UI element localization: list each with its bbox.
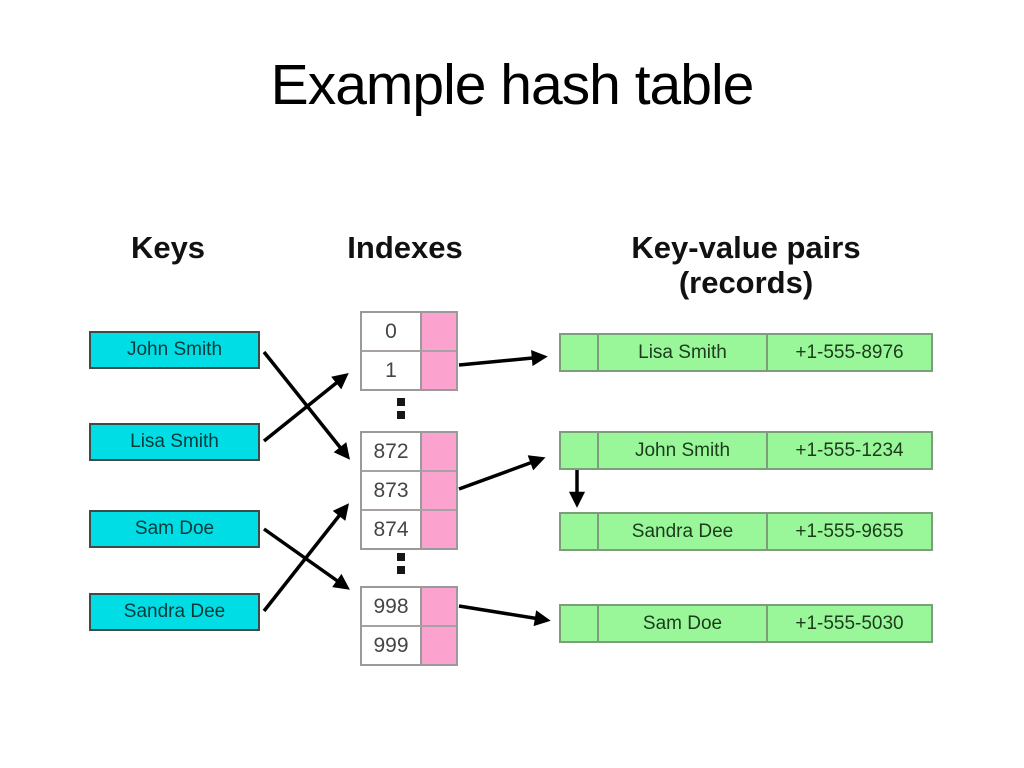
arrow-key-sandra-dee-to-index-873 [262, 503, 349, 613]
arrow-key-lisa-smith-to-index-1 [262, 372, 349, 443]
records-header-line1: Key-value pairs [631, 230, 861, 265]
record-name: Sam Doe [599, 606, 768, 641]
record-name: Lisa Smith [599, 335, 768, 370]
ellipsis-upper-icon [397, 398, 405, 424]
record-sandra-dee: Sandra Dee +1-555-9655 [559, 512, 933, 551]
arrow-index-1-to-record-lisa-smith [458, 350, 548, 367]
record-name: John Smith [599, 433, 768, 468]
index-row-999: 999 [362, 625, 456, 664]
record-lisa-smith: Lisa Smith +1-555-8976 [559, 333, 933, 372]
index-slot-998 [422, 588, 456, 625]
index-row-874: 874 [362, 509, 456, 548]
arrow-key-sam-doe-to-index-998 [262, 527, 350, 590]
index-row-0: 0 [362, 313, 456, 350]
record-pointer-cell [561, 433, 599, 468]
index-number-0: 0 [362, 313, 422, 350]
index-number-872: 872 [362, 433, 422, 470]
column-header-keys: Keys [130, 230, 206, 265]
record-name: Sandra Dee [599, 514, 768, 549]
record-phone: +1-555-9655 [795, 520, 904, 542]
index-group-998-999: 998 999 [360, 586, 458, 666]
key-box-sam-doe: Sam Doe [89, 510, 260, 548]
index-row-1: 1 [362, 350, 456, 389]
key-box-john-smith: John Smith [89, 331, 260, 369]
index-slot-873 [422, 472, 456, 509]
arrow-index-873-to-record-john-smith [458, 455, 546, 491]
record-pointer-cell [561, 514, 599, 549]
arrow-index-998-to-record-sam-doe [458, 604, 551, 627]
index-number-874: 874 [362, 511, 422, 548]
key-box-lisa-smith: Lisa Smith [89, 423, 260, 461]
record-phone: +1-555-5030 [795, 612, 904, 634]
ellipsis-lower-icon [397, 553, 405, 579]
record-phone: +1-555-1234 [795, 439, 904, 461]
record-john-smith: John Smith +1-555-1234 [559, 431, 933, 470]
index-slot-1 [422, 352, 456, 389]
index-number-999: 999 [362, 627, 422, 664]
index-slot-0 [422, 313, 456, 350]
index-number-873: 873 [362, 472, 422, 509]
key-box-sandra-dee: Sandra Dee [89, 593, 260, 631]
record-pointer-cell [561, 335, 599, 370]
records-header-line2: (records) [678, 265, 814, 300]
index-row-872: 872 [362, 433, 456, 470]
index-group-0-1: 0 1 [360, 311, 458, 391]
column-header-indexes: Indexes [347, 230, 463, 265]
index-slot-872 [422, 433, 456, 470]
slide-title: Example hash table [270, 53, 755, 117]
record-pointer-cell [561, 606, 599, 641]
index-slot-999 [422, 627, 456, 664]
index-group-872-874: 872 873 874 [360, 431, 458, 550]
index-row-873: 873 [362, 470, 456, 509]
index-number-998: 998 [362, 588, 422, 625]
column-header-records: Key-value pairs (records) [600, 230, 892, 300]
record-sam-doe: Sam Doe +1-555-5030 [559, 604, 933, 643]
record-phone: +1-555-8976 [795, 341, 904, 363]
index-slot-874 [422, 511, 456, 548]
index-row-998: 998 [362, 588, 456, 625]
index-number-1: 1 [362, 352, 422, 389]
arrow-key-john-smith-to-index-873 [262, 350, 351, 460]
